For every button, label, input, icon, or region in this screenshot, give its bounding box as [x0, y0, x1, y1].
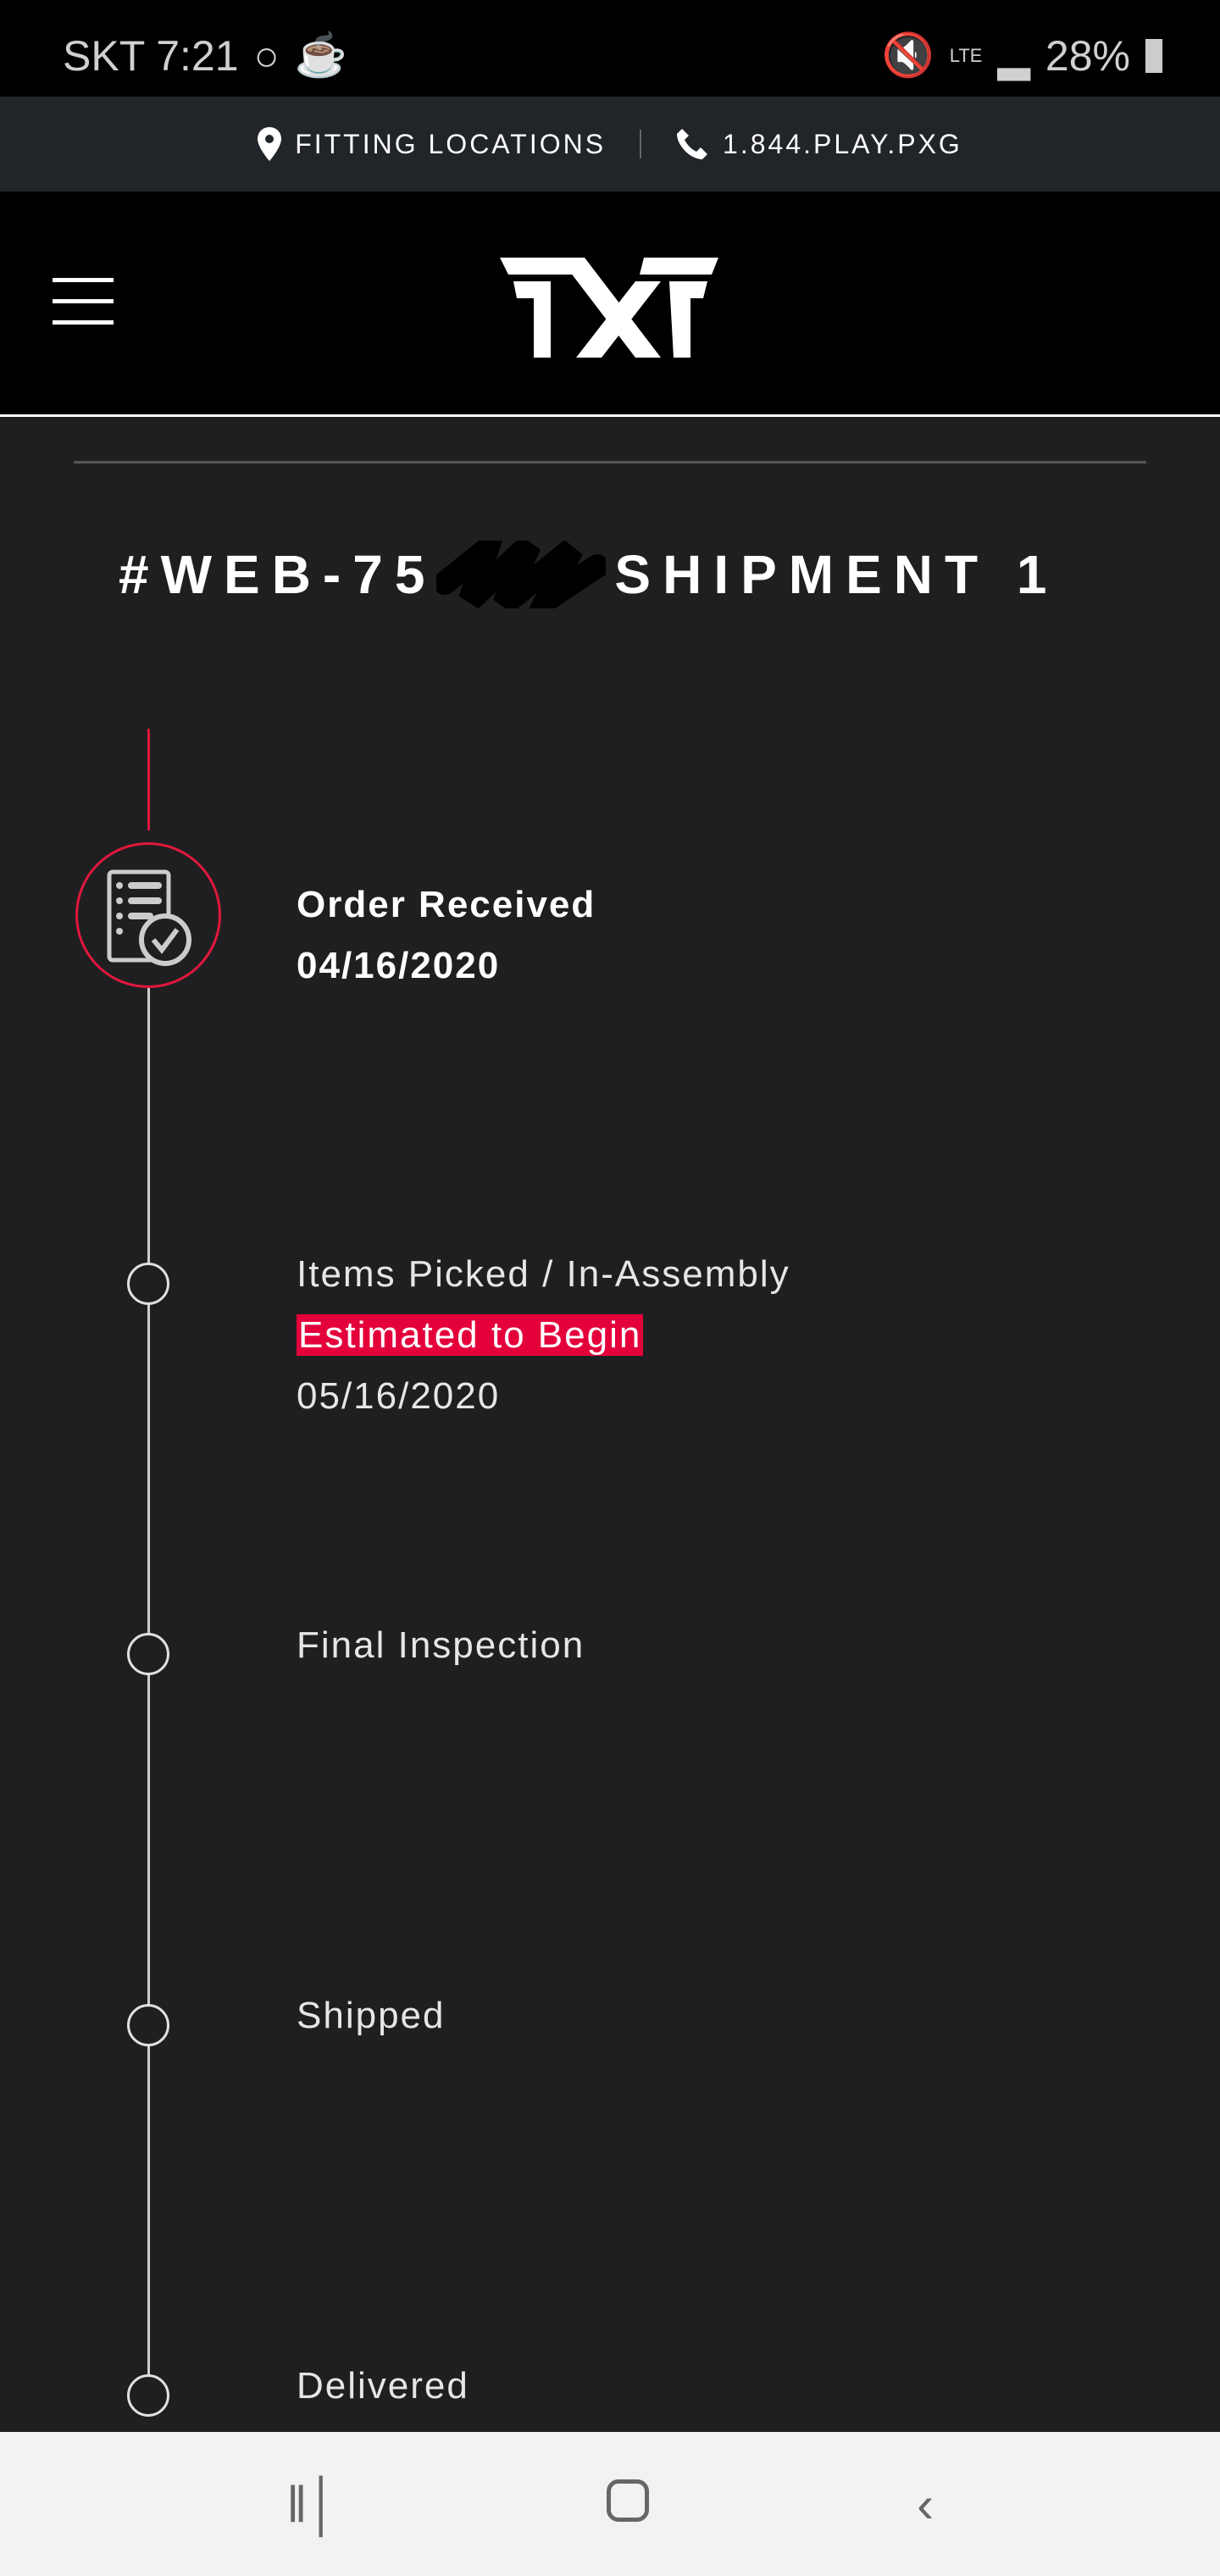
- order-number: #WEB-75: [119, 544, 437, 605]
- pxg-logo: [500, 258, 718, 358]
- carrier-time: SKT 7:21: [63, 31, 239, 80]
- checklist-icon: [107, 869, 191, 966]
- divider: [74, 461, 1146, 464]
- timeline-progress-line: [147, 729, 150, 830]
- shipment-label: SHIPMENT 1: [614, 544, 1059, 605]
- back-button[interactable]: ‹: [917, 2475, 934, 2533]
- step-label: Shipped: [297, 1995, 446, 2036]
- order-title: #WEB-75 SHIPMENT 1: [119, 541, 1058, 608]
- step-delivered: Delivered: [297, 2356, 469, 2417]
- home-button[interactable]: [607, 2475, 650, 2534]
- menu-button[interactable]: [53, 278, 114, 329]
- step-label: Final Inspection: [297, 1624, 585, 1666]
- location-pin-icon: [258, 127, 282, 161]
- fitting-locations-link[interactable]: FITTING LOCATIONS: [258, 127, 606, 161]
- phone-link[interactable]: 1.844.PLAY.PXG: [675, 127, 962, 161]
- network-label: LTE: [949, 44, 983, 66]
- step-label: Items Picked / In-Assembly: [297, 1253, 790, 1295]
- site-header: [0, 192, 1220, 417]
- battery-level: 28%: [1045, 31, 1130, 80]
- status-bar: SKT 7:21 ○ ☕ 🔇 LTE ▂ 28%: [0, 0, 1220, 97]
- fitting-locations-label: FITTING LOCATIONS: [295, 128, 607, 159]
- step-shipped: Shipped: [297, 1985, 445, 2046]
- timeline-line: [147, 988, 150, 2412]
- step-marker: [127, 1263, 169, 1305]
- step-date: 05/16/2020: [297, 1375, 501, 1417]
- recent-apps-button[interactable]: ‖│: [286, 2475, 340, 2533]
- step-marker: [127, 2004, 169, 2046]
- step-final-inspection: Final Inspection: [297, 1615, 585, 1676]
- step-marker: [127, 1633, 169, 1675]
- order-received-step-marker: [75, 842, 221, 988]
- step-label: Delivered: [297, 2365, 469, 2407]
- phone-icon: [677, 129, 708, 159]
- android-nav-bar: ‖│ ‹: [0, 2432, 1220, 2576]
- utility-bar: FITTING LOCATIONS 1.844.PLAY.PXG: [0, 97, 1220, 192]
- divider: [640, 130, 642, 158]
- step-marker: [127, 2374, 169, 2417]
- estimate-badge: Estimated to Begin: [297, 1314, 644, 1356]
- battery-icon: [1145, 38, 1162, 73]
- step-date: 04/16/2020: [297, 945, 501, 986]
- signal-icon: ▂: [997, 31, 1030, 80]
- chat-icon: ○: [253, 31, 280, 80]
- mute-icon: 🔇: [881, 31, 934, 79]
- step-label: Order Received: [297, 884, 596, 925]
- redaction-scribble: [436, 541, 607, 608]
- step-items-picked: Items Picked / In-Assembly Estimated to …: [297, 1244, 790, 1427]
- phone-label: 1.844.PLAY.PXG: [723, 128, 962, 159]
- cup-icon: ☕: [294, 31, 348, 79]
- step-order-received: Order Received 04/16/2020: [297, 874, 596, 997]
